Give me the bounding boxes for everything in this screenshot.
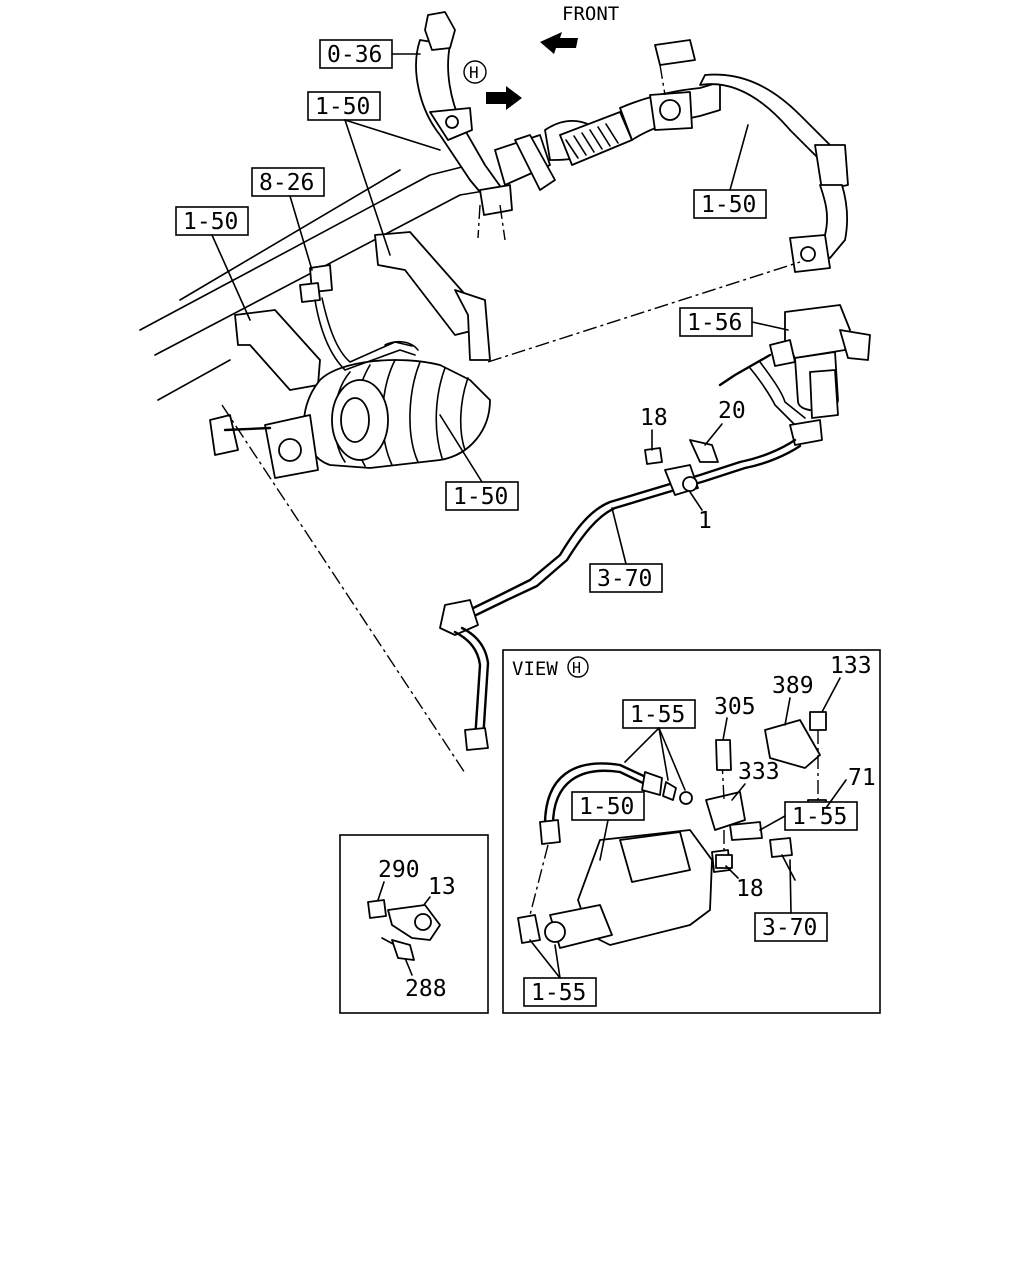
svg-text:1-50: 1-50 <box>579 794 634 820</box>
flex-pipe <box>559 111 633 166</box>
svg-text:0-36: 0-36 <box>327 42 382 68</box>
ref-box-1-50-top: 1-50 <box>307 91 441 256</box>
callout-1: 1 <box>689 491 712 534</box>
callout-288: 288 <box>405 976 447 1002</box>
view-h-panel-circle <box>567 656 589 678</box>
callout-18: 18 <box>640 405 668 451</box>
inset-detail: 290 13 288 <box>339 834 489 1014</box>
view-ref-box-1-55-top: 1-55 <box>622 699 696 791</box>
ref-box-0-36: 0-36 <box>319 39 421 69</box>
svg-text:1-50: 1-50 <box>315 94 370 120</box>
svg-text:1-55: 1-55 <box>531 980 586 1006</box>
front-label: FRONT <box>562 3 619 25</box>
callout-333: 333 <box>738 759 780 785</box>
callout-389: 389 <box>772 673 814 699</box>
svg-text:1-55: 1-55 <box>630 702 685 728</box>
exhaust-pipe-upper <box>415 11 849 273</box>
callout-290: 290 <box>378 857 420 883</box>
callout-71: 71 <box>848 765 876 791</box>
front-indicator: FRONT H <box>463 3 619 110</box>
callout-13: 13 <box>428 874 456 900</box>
svg-text:20: 20 <box>718 398 746 424</box>
view-h-drawing <box>517 711 827 949</box>
leader-view <box>221 404 466 774</box>
view-ref-box-3-70: 3-70 <box>754 859 828 942</box>
view-h-panel-marker: H <box>572 659 581 677</box>
view-ref-box-1-55-bottom: 1-55 <box>523 939 597 1007</box>
view-ref-box-1-55-right: 1-55 <box>759 801 858 831</box>
view-h-panel: VIEW H <box>502 649 881 1014</box>
view-arrow-icon <box>486 86 522 110</box>
svg-text:1-50: 1-50 <box>453 484 508 510</box>
svg-text:3-70: 3-70 <box>597 566 652 592</box>
svg-text:1-50: 1-50 <box>701 192 756 218</box>
svg-text:1-55: 1-55 <box>792 804 847 830</box>
svg-text:1-56: 1-56 <box>687 310 742 336</box>
view-h-marker: H <box>469 63 479 82</box>
svg-text:3-70: 3-70 <box>762 915 817 941</box>
ref-box-8-26: 8-26 <box>251 167 325 271</box>
view-h-circle <box>463 60 487 84</box>
callout-305: 305 <box>714 694 756 720</box>
centerline-1 <box>487 261 801 363</box>
ref-box-1-50-left: 1-50 <box>175 206 251 321</box>
callout-20: 20 <box>704 398 746 446</box>
ref-box-3-70: 3-70 <box>589 507 663 593</box>
sensor-module <box>718 304 871 446</box>
view-ref-box-1-50: 1-50 <box>571 791 645 861</box>
svg-text:1: 1 <box>698 508 712 534</box>
ref-box-1-56: 1-56 <box>679 307 789 337</box>
svg-text:8-26: 8-26 <box>259 170 314 196</box>
pressure-pipe <box>439 438 802 751</box>
view-h-title: VIEW <box>512 658 558 680</box>
callout-133: 133 <box>830 653 872 679</box>
ref-box-1-50-right: 1-50 <box>693 124 767 219</box>
dpf-assembly <box>209 231 491 479</box>
ref-box-1-50-bottom: 1-50 <box>439 414 519 511</box>
callout-18-view: 18 <box>736 876 764 902</box>
svg-text:1-50: 1-50 <box>183 209 238 235</box>
front-arrow-icon <box>540 32 578 54</box>
svg-text:18: 18 <box>640 405 668 431</box>
